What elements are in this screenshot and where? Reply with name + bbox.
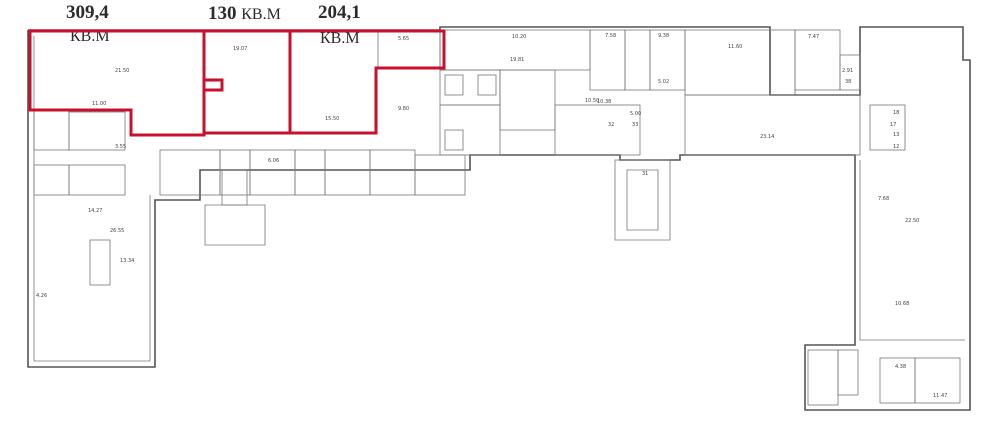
highlight-inner-step [204,78,224,92]
room-label: 11.47 [933,393,947,399]
room-label: 10.20 [512,34,526,40]
room-label: 4.38 [895,364,906,370]
room-label: 5.65 [398,36,409,42]
corridor-rooms [159,149,466,206]
room-label: 18 [893,110,899,116]
area-label-middle: 130 КВ.М [208,3,281,24]
bottom-right-rooms [807,349,961,406]
left-wing-rooms [33,109,126,286]
room-label: 9.38 [658,33,669,39]
building-outline [27,26,971,411]
room-label: 7.58 [605,33,616,39]
room-label: 3.55 [115,144,126,150]
room-label: 31 [642,171,648,177]
highlight-left-area [28,29,206,137]
room-label: 13 [893,132,899,138]
room-label: 22.50 [905,218,919,224]
room-label: 10.50 [585,98,599,104]
room-label: 9.80 [398,106,409,112]
room-label: 26.55 [110,228,124,234]
room-label: 13.34 [120,258,134,264]
room-label: 17 [890,122,896,128]
area-unit-right: КВ.М [320,30,360,47]
room-label: 32 [608,122,614,128]
room-label: 7.47 [808,34,819,40]
room-label: 19.07 [233,46,247,52]
room-label: 11.00 [92,101,106,107]
room-label: 5.00 [630,111,641,117]
room-label: 6.06 [268,158,279,164]
room-label: 21.50 [115,68,129,74]
interior-rooms [377,29,906,156]
stairwells [204,159,859,396]
room-label: 7.68 [878,196,889,202]
room-label: 5.02 [658,79,669,85]
room-labels: 21.50 19.07 15.50 5.65 10.20 11.60 5.02 … [36,33,947,399]
room-label: 15.50 [325,116,339,122]
area-label-left: 309,4 [66,2,109,23]
room-label: 2.91 [842,68,853,74]
room-label: 11.60 [728,44,742,50]
area-label-right: 204,1 [318,2,361,23]
room-label: 19.81 [510,57,524,63]
room-label: 23.14 [760,134,774,140]
room-label: 10.38 [597,99,611,105]
room-label: 38 [845,79,851,85]
room-label: 10.68 [895,301,909,307]
room-label: 33 [632,122,638,128]
room-label: 4.26 [36,293,47,299]
room-label: 14.27 [88,208,102,214]
room-label: 12 [893,144,899,150]
highlight-outlines [28,29,446,137]
highlight-right-area [288,29,446,135]
